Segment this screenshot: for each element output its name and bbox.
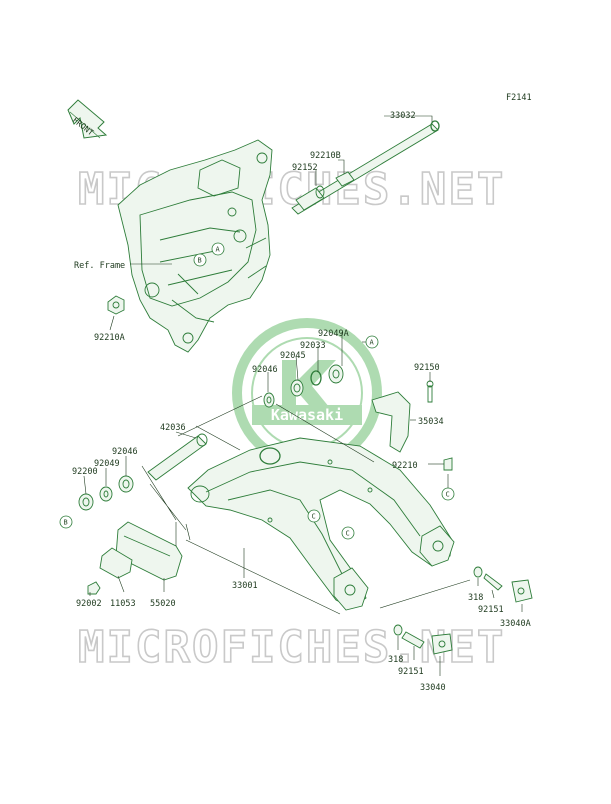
callout-c-detail: C	[446, 491, 450, 499]
frame-drawing: A B	[117, 139, 273, 353]
label-33032: 33032	[390, 111, 416, 121]
label-92049a: 92049A	[318, 329, 349, 339]
swingarm-drawing: C C	[187, 437, 455, 611]
label-33040a: 33040A	[500, 619, 531, 629]
label-92045: 92045	[280, 351, 306, 361]
label-92210a: 92210A	[94, 333, 125, 343]
washer-318-upper	[473, 566, 483, 578]
nut-92210a	[107, 295, 125, 315]
label-92210: 92210	[392, 461, 418, 471]
label-33001: 33001	[232, 581, 258, 591]
adjuster-33040a	[511, 579, 533, 603]
bracket-35034	[371, 391, 411, 453]
label-11053: 11053	[110, 599, 136, 609]
label-33040: 33040	[420, 683, 446, 693]
sleeve-42036	[147, 433, 208, 481]
callout-a-frame: A	[216, 246, 221, 254]
bolt-92002	[87, 581, 101, 595]
nut-92210	[443, 457, 453, 471]
collar-92152	[295, 185, 325, 211]
bolt-92151-upper	[483, 573, 503, 591]
label-92152: 92152	[292, 163, 318, 173]
label-92200: 92200	[72, 467, 98, 477]
callout-b-detail: B	[64, 519, 68, 527]
figure-code: F2141	[506, 93, 532, 103]
label-92046-left: 92046	[112, 447, 138, 457]
pivot-shaft	[291, 120, 440, 215]
label-55020: 55020	[150, 599, 176, 609]
label-318-lower: 318	[388, 655, 403, 665]
label-92033: 92033	[300, 341, 326, 351]
label-318-upper: 318	[468, 593, 483, 603]
label-92151-upper: 92151	[478, 605, 504, 615]
label-42036: 42036	[160, 423, 186, 433]
logo-text: Kawasaki	[271, 406, 343, 424]
bolt-92151-lower	[401, 631, 425, 649]
kawasaki-logo: Kawasaki	[232, 318, 382, 468]
label-92049: 92049	[94, 459, 120, 469]
plate-11053	[99, 547, 133, 579]
adjuster-33040	[431, 633, 453, 655]
bearing-stack-top	[177, 364, 375, 463]
label-92151-lower: 92151	[398, 667, 424, 677]
callout-a-detail: A	[370, 339, 375, 347]
label-92210b: 92210B	[310, 151, 341, 161]
label-92150: 92150	[414, 363, 440, 373]
callout-b-frame: B	[198, 257, 202, 265]
callout-c-arm-1: C	[312, 513, 316, 521]
washer-318-lower	[393, 624, 403, 636]
label-92002: 92002	[76, 599, 102, 609]
label-ref-frame: Ref. Frame	[74, 261, 125, 271]
part-labels: 33032 92210B 92152 Ref. Frame 92210A 920…	[72, 111, 531, 693]
label-92046-top: 92046	[252, 365, 278, 375]
front-arrow-icon: FRONT	[67, 99, 108, 139]
callout-c-arm-2: C	[346, 530, 350, 538]
bolt-92150	[426, 380, 434, 403]
label-35034: 35034	[418, 417, 444, 427]
